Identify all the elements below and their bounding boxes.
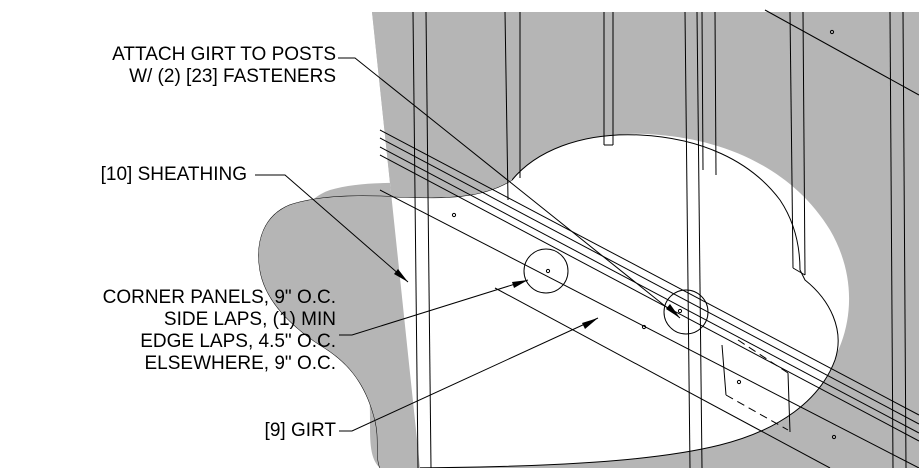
- fastener-circle-right: [663, 289, 709, 335]
- sheathing-left: [258, 12, 512, 468]
- callout-fastener-spacing-line1: CORNER PANELS, 9" O.C.: [102, 287, 336, 308]
- callout-fastener-spacing-line3: EDGE LAPS, 4.5" O.C.: [140, 331, 336, 352]
- girt-splice: [721, 339, 791, 433]
- callout-girt-to-posts-line1: ATTACH GIRT TO POSTS: [112, 44, 336, 65]
- post-lines-left: [412, 11, 521, 468]
- fastener-circle-left: [523, 248, 569, 294]
- callout-girt-to-posts-line2: W/ (2) [23] FASTENERS: [129, 66, 336, 87]
- leader-fastener-spacing: [339, 279, 529, 336]
- leader-girt: [339, 317, 599, 432]
- callout-girt-to-posts: ATTACH GIRT TO POSTS W/ (2) [23] FASTENE…: [112, 44, 336, 88]
- fastener-markers: [451, 29, 837, 440]
- callout-sheathing: [10] SHEATHING: [101, 164, 247, 186]
- leader-girt-to-posts: [338, 57, 681, 319]
- leader-arrowheads: [394, 269, 680, 329]
- callout-fastener-spacing-line2: SIDE LAPS, (1) MIN: [163, 309, 336, 330]
- callout-fastener-spacing-line4: ELSEWHERE, 9" O.C.: [144, 353, 336, 374]
- callout-sheathing-line1: [10] SHEATHING: [100, 164, 247, 185]
- girt-lines: [379, 129, 919, 468]
- callout-girt: [9] GIRT: [265, 420, 336, 442]
- callout-girt-line1: [9] GIRT: [264, 420, 336, 441]
- post-lines-right: [764, 9, 919, 468]
- leader-lines: [255, 57, 681, 432]
- callout-fastener-spacing: CORNER PANELS, 9" O.C. SIDE LAPS, (1) MI…: [103, 287, 336, 375]
- leader-sheathing: [255, 174, 409, 283]
